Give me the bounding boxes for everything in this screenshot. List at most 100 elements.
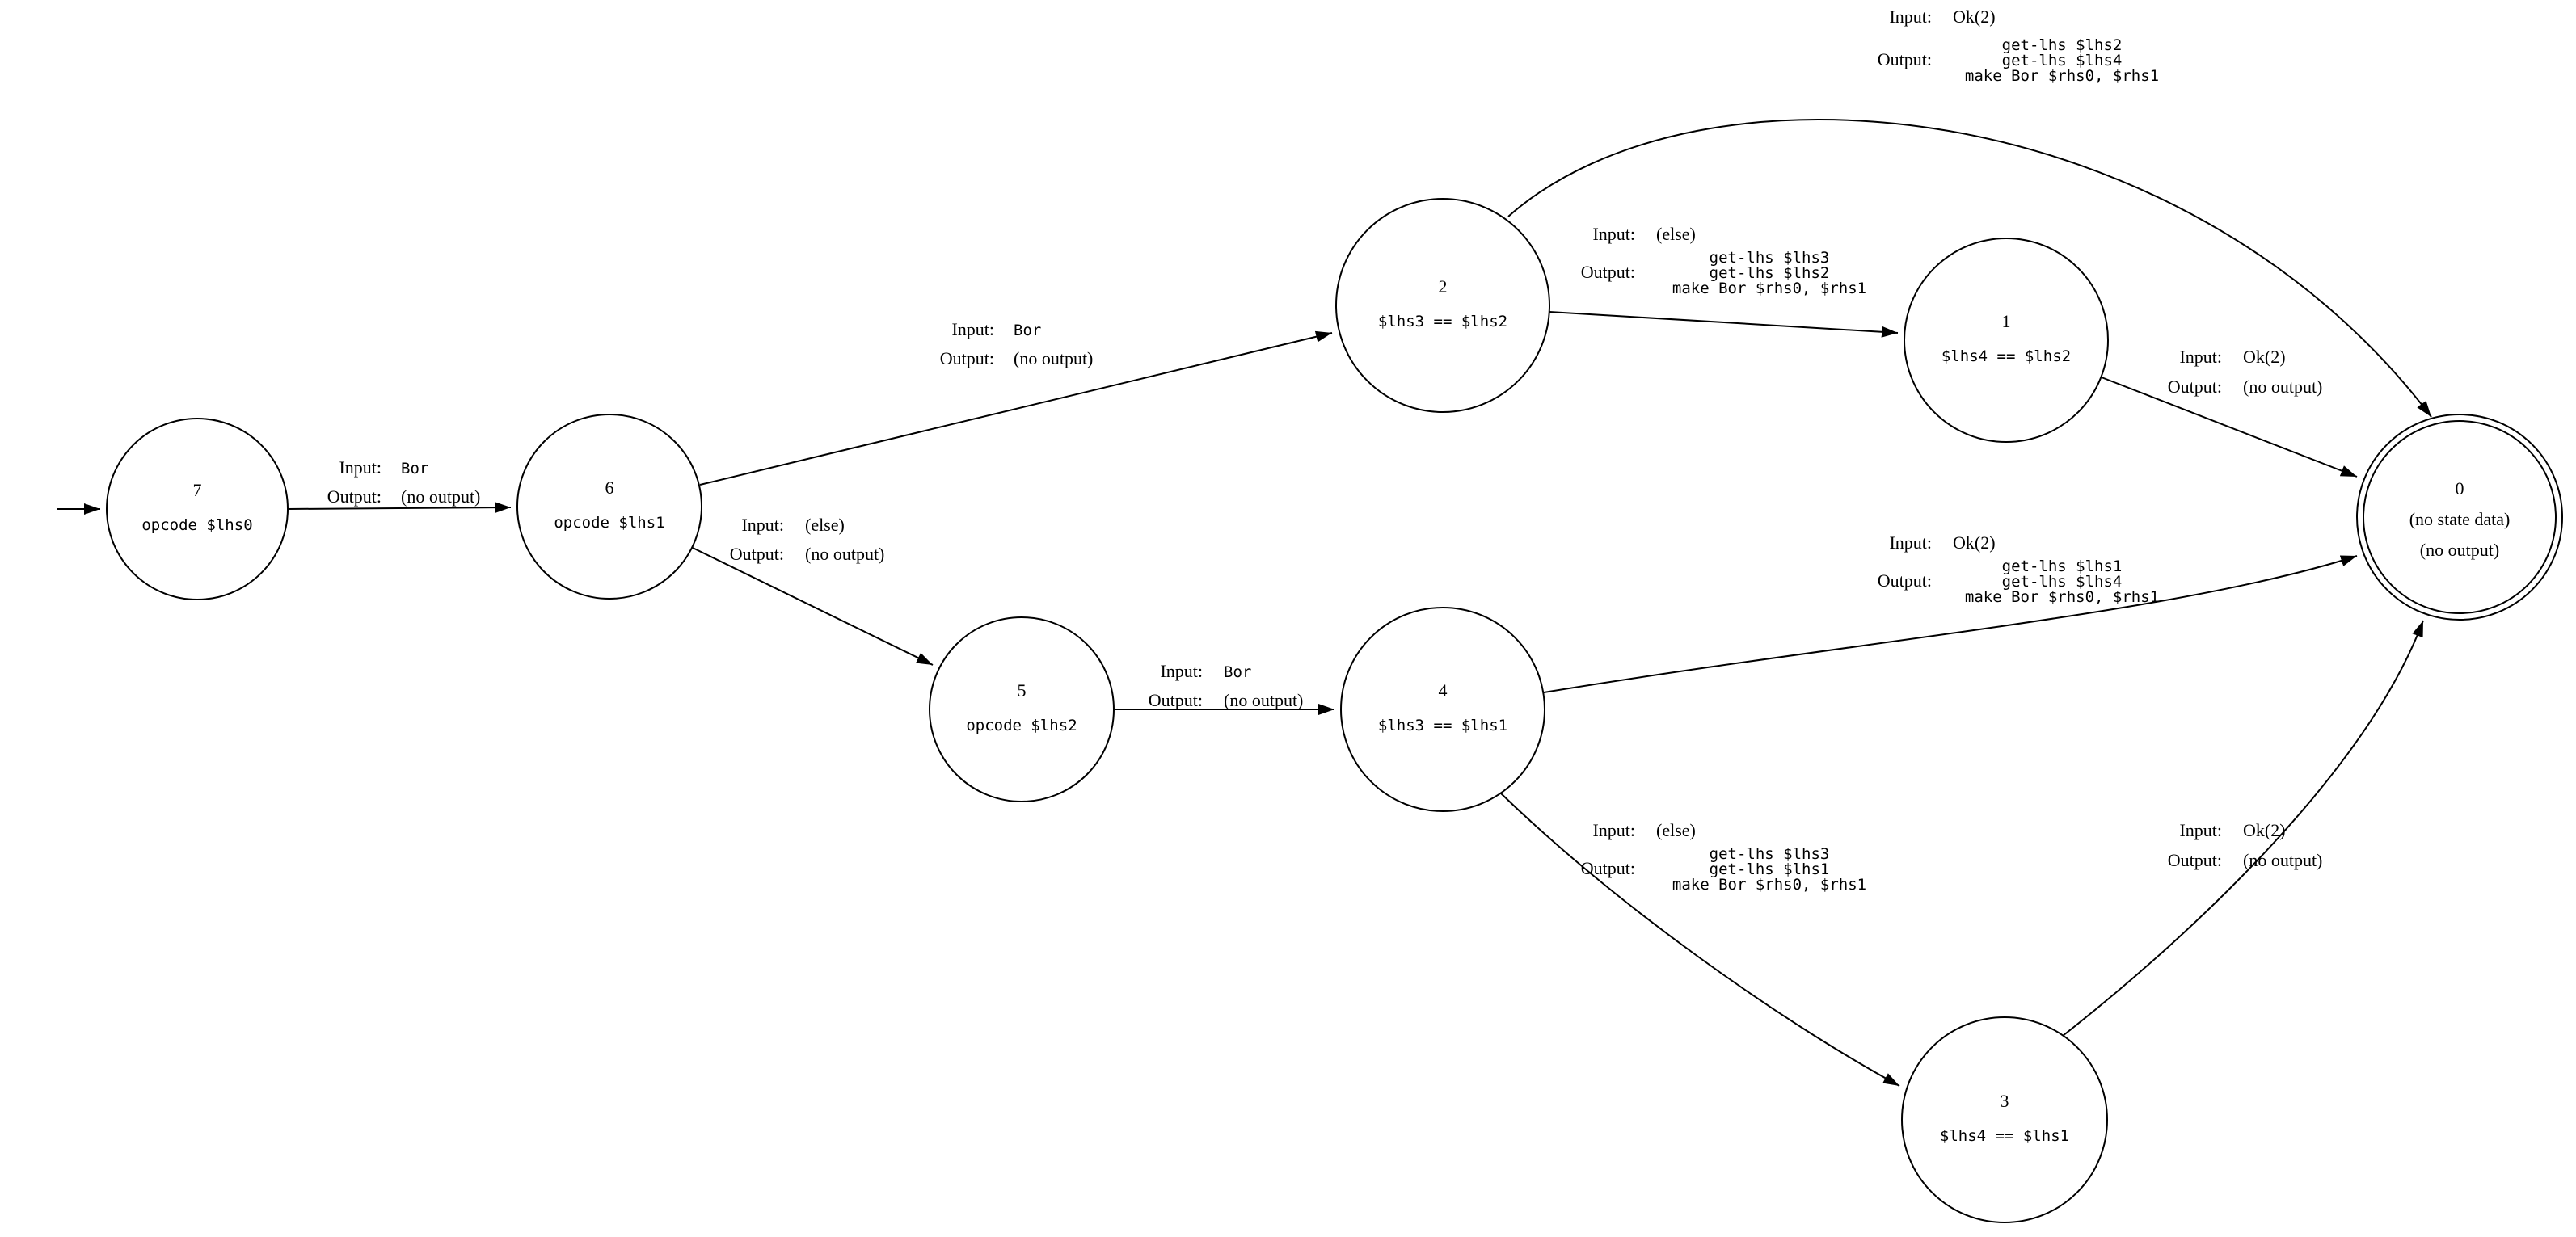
- edge-2-0: Input: Ok(2) Output: get-lhs $lhs2 get-l…: [1507, 6, 2432, 418]
- edge-1-0: Input: Ok(2) Output: (no output): [2101, 347, 2358, 478]
- output-label: Output:: [1878, 570, 1932, 591]
- state-7-circle: [106, 418, 289, 600]
- state-code: $lhs3 == $lhs1: [1378, 717, 1507, 734]
- edge-3-0-arrow: [2062, 620, 2424, 1037]
- edge-6-2: Input: Bor Output: (no output): [699, 319, 1333, 486]
- output-label: Output:: [1581, 262, 1635, 282]
- output-line: make Bor $rhs0, $rhs1: [1672, 876, 1866, 894]
- edge-7-6: Input: Bor Output: (no output): [287, 457, 512, 514]
- output-value: (no output): [805, 544, 884, 564]
- output-value: (no output): [2243, 850, 2322, 870]
- output-label: Output:: [940, 348, 994, 368]
- input-value: Bor: [1224, 663, 1251, 681]
- input-label: Input:: [339, 457, 382, 478]
- state-id: 1: [2002, 311, 2011, 331]
- state-1: 1 $lhs4 == $lhs2: [1904, 238, 2109, 443]
- output-label: Output:: [2168, 377, 2222, 397]
- output-line: make Bor $rhs0, $rhs1: [1965, 588, 2159, 606]
- edge-2-0-arrow: [1507, 119, 2432, 418]
- edge-7-6-arrow: [287, 502, 512, 514]
- state-7: 7 opcode $lhs0: [106, 418, 289, 600]
- input-value: (else): [1656, 224, 1696, 244]
- output-line: make Bor $rhs0, $rhs1: [1672, 280, 1866, 297]
- state-note-1: (no state data): [2409, 509, 2511, 529]
- input-value: Bor: [1014, 322, 1041, 339]
- output-line: get-lhs $lhs3: [1710, 845, 1830, 863]
- output-line: get-lhs $lhs2: [2002, 36, 2123, 54]
- edge-2-1: Input: (else) Output: get-lhs $lhs3 get-…: [1549, 224, 1899, 338]
- output-label: Output:: [730, 544, 784, 564]
- state-id: 4: [1439, 680, 1448, 701]
- output-label: Output:: [1149, 690, 1203, 710]
- state-5-circle: [929, 616, 1115, 802]
- edge-4-3-arrow: [1500, 793, 1900, 1087]
- input-value: Bor: [401, 460, 428, 478]
- edge-1-0-arrow: [2101, 377, 2358, 478]
- state-code: opcode $lhs1: [554, 514, 664, 532]
- input-label: Input:: [1160, 661, 1203, 681]
- edge-6-2-arrow: [699, 330, 1333, 486]
- state-6-circle: [516, 414, 702, 600]
- state-id: 5: [1018, 680, 1027, 701]
- edge-4-0: Input: Ok(2) Output: get-lhs $lhs1 get-l…: [1543, 532, 2358, 693]
- state-0-inner-circle: [2363, 420, 2557, 614]
- edge-4-3: Input: (else) Output: get-lhs $lhs3 get-…: [1500, 793, 1900, 1087]
- input-value: Ok(2): [2243, 347, 2286, 367]
- edge-4-0-arrow: [1543, 555, 2358, 693]
- input-label: Input:: [2179, 820, 2222, 840]
- state-id: 7: [193, 480, 202, 500]
- output-value: (no output): [1224, 690, 1303, 710]
- edge-6-5-arrow: [692, 547, 934, 666]
- input-value: (else): [805, 515, 845, 535]
- output-line: get-lhs $lhs4: [2002, 52, 2123, 69]
- state-4: 4 $lhs3 == $lhs1: [1340, 607, 1545, 812]
- state-id: 2: [1439, 276, 1448, 297]
- state-5: 5 opcode $lhs2: [929, 616, 1115, 802]
- output-value: (no output): [1014, 348, 1093, 368]
- input-label: Input:: [741, 515, 784, 535]
- input-value: Ok(2): [2243, 820, 2286, 840]
- state-code: opcode $lhs2: [966, 717, 1077, 734]
- output-line: get-lhs $lhs4: [2002, 573, 2123, 591]
- edge-5-4: Input: Bor Output: (no output): [1114, 661, 1334, 715]
- state-id: 6: [605, 478, 614, 498]
- state-code: opcode $lhs0: [141, 516, 252, 534]
- input-label: Input:: [1889, 532, 1932, 553]
- edge-3-0: Input: Ok(2) Output: (no output): [2062, 620, 2424, 1037]
- output-label: Output:: [327, 486, 382, 507]
- output-line: get-lhs $lhs1: [1710, 860, 1830, 878]
- state-code: $lhs4 == $lhs2: [1941, 347, 2071, 365]
- state-3-circle: [1901, 1016, 2108, 1223]
- state-2: 2 $lhs3 == $lhs2: [1335, 198, 1550, 413]
- state-1-circle: [1904, 238, 2109, 443]
- input-label: Input:: [951, 319, 994, 339]
- state-id: 3: [2001, 1091, 2009, 1111]
- output-line: get-lhs $lhs2: [1710, 264, 1830, 282]
- input-label: Input:: [1889, 6, 1932, 27]
- edge-2-1-arrow: [1549, 311, 1899, 338]
- input-label: Input:: [1592, 224, 1635, 244]
- state-id: 0: [2456, 478, 2464, 499]
- output-line: make Bor $rhs0, $rhs1: [1965, 67, 2159, 85]
- input-label: Input:: [1592, 820, 1635, 840]
- output-line: get-lhs $lhs3: [1710, 249, 1830, 267]
- state-code: $lhs4 == $lhs1: [1940, 1127, 2069, 1145]
- output-label: Output:: [2168, 850, 2222, 870]
- output-line: get-lhs $lhs1: [2002, 557, 2123, 575]
- input-value: Ok(2): [1953, 6, 1996, 27]
- output-label: Output:: [1581, 858, 1635, 878]
- input-value: Ok(2): [1953, 532, 1996, 553]
- output-value: (no output): [2243, 377, 2322, 397]
- input-value: (else): [1656, 820, 1696, 840]
- state-0: 0 (no state data) (no output): [2356, 414, 2563, 621]
- output-value: (no output): [401, 486, 480, 507]
- input-label: Input:: [2179, 347, 2222, 367]
- edge-6-5: Input: (else) Output: (no output): [692, 515, 934, 666]
- state-4-circle: [1340, 607, 1545, 812]
- output-label: Output:: [1878, 49, 1932, 69]
- state-code: $lhs3 == $lhs2: [1378, 313, 1507, 330]
- state-6: 6 opcode $lhs1: [516, 414, 702, 600]
- state-3: 3 $lhs4 == $lhs1: [1901, 1016, 2108, 1223]
- state-2-circle: [1335, 198, 1550, 413]
